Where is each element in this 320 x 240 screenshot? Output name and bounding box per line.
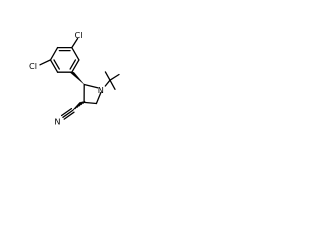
molecule-canvas: Cl Cl N N bbox=[0, 0, 152, 152]
cl-left-bond bbox=[39, 59, 52, 66]
atom-label-n-ring: N bbox=[98, 85, 104, 95]
tbu-methyl-bond bbox=[109, 73, 120, 81]
ring-bond bbox=[83, 101, 98, 105]
atom-label-cl-left: Cl bbox=[29, 61, 37, 71]
aryl-bond bbox=[49, 59, 59, 73]
aryl-bond bbox=[71, 59, 80, 73]
pyrrolidine-ring bbox=[83, 83, 102, 105]
stereo-wedge-bond bbox=[69, 71, 85, 85]
structure-drawing: Cl Cl N N bbox=[29, 30, 120, 126]
aryl-double-bond bbox=[53, 59, 60, 70]
tbu-methyl-bond bbox=[109, 79, 116, 90]
aryl-bond bbox=[49, 46, 59, 61]
atom-label-cl-top: Cl bbox=[75, 30, 83, 40]
aryl-bond bbox=[71, 46, 80, 61]
aryl-double-bond bbox=[69, 59, 77, 70]
stereo-hash-bond bbox=[72, 101, 86, 111]
atom-label-n-nitrile: N bbox=[54, 116, 60, 126]
ring-bond bbox=[83, 83, 99, 89]
nitrile-triple-bond bbox=[60, 107, 75, 120]
aryl-ring bbox=[49, 46, 80, 73]
cl-top-bond bbox=[71, 37, 79, 49]
ring-bond bbox=[95, 91, 102, 105]
tbu-methyl-bond bbox=[104, 71, 111, 81]
n-tbu-bond bbox=[104, 79, 111, 87]
tert-butyl-group bbox=[104, 71, 120, 90]
